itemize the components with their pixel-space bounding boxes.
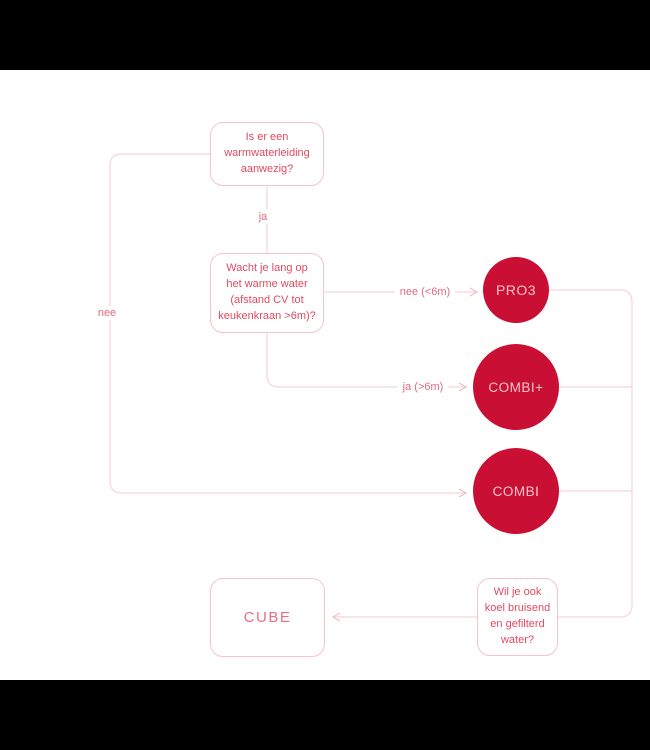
arrowhead-to-combiplus bbox=[458, 382, 468, 392]
edge-label-ja-6m: ja (>6m) bbox=[397, 380, 449, 394]
product-node-cube: CUBE bbox=[210, 578, 325, 657]
question-koelwater-text: Wil je ook koel bruisend en gefilterd wa… bbox=[484, 586, 551, 646]
product-node-combiplus: COMBI+ bbox=[473, 344, 559, 430]
edge-label-nee-6m: nee (<6m) bbox=[394, 285, 456, 299]
question-warmwaterleiding: Is er een warmwaterleiding aanwezig? bbox=[210, 122, 324, 186]
product-combi-label: COMBI bbox=[492, 483, 540, 499]
letterbox-top bbox=[0, 0, 650, 70]
arrowhead-to-combi bbox=[458, 488, 468, 498]
product-cube-label: CUBE bbox=[243, 608, 292, 626]
question-wachttijd-text: Wacht je lang op het warme water (afstan… bbox=[218, 262, 316, 322]
question-wachttijd: Wacht je lang op het warme water (afstan… bbox=[210, 253, 324, 333]
letterbox-bottom bbox=[0, 680, 650, 750]
edge-label-ja: ja bbox=[253, 210, 273, 224]
product-node-combi: COMBI bbox=[473, 448, 559, 534]
arrowhead-to-cube bbox=[331, 612, 341, 622]
question-warmwaterleiding-text: Is er een warmwaterleiding aanwezig? bbox=[224, 131, 310, 175]
product-combiplus-label: COMBI+ bbox=[488, 379, 544, 395]
product-pro3-label: PRO3 bbox=[495, 282, 537, 298]
product-node-pro3: PRO3 bbox=[483, 257, 549, 323]
question-koelwater: Wil je ook koel bruisend en gefilterd wa… bbox=[477, 578, 558, 656]
arrowhead-to-pro3 bbox=[469, 287, 479, 297]
edge-label-nee: nee bbox=[92, 306, 122, 320]
